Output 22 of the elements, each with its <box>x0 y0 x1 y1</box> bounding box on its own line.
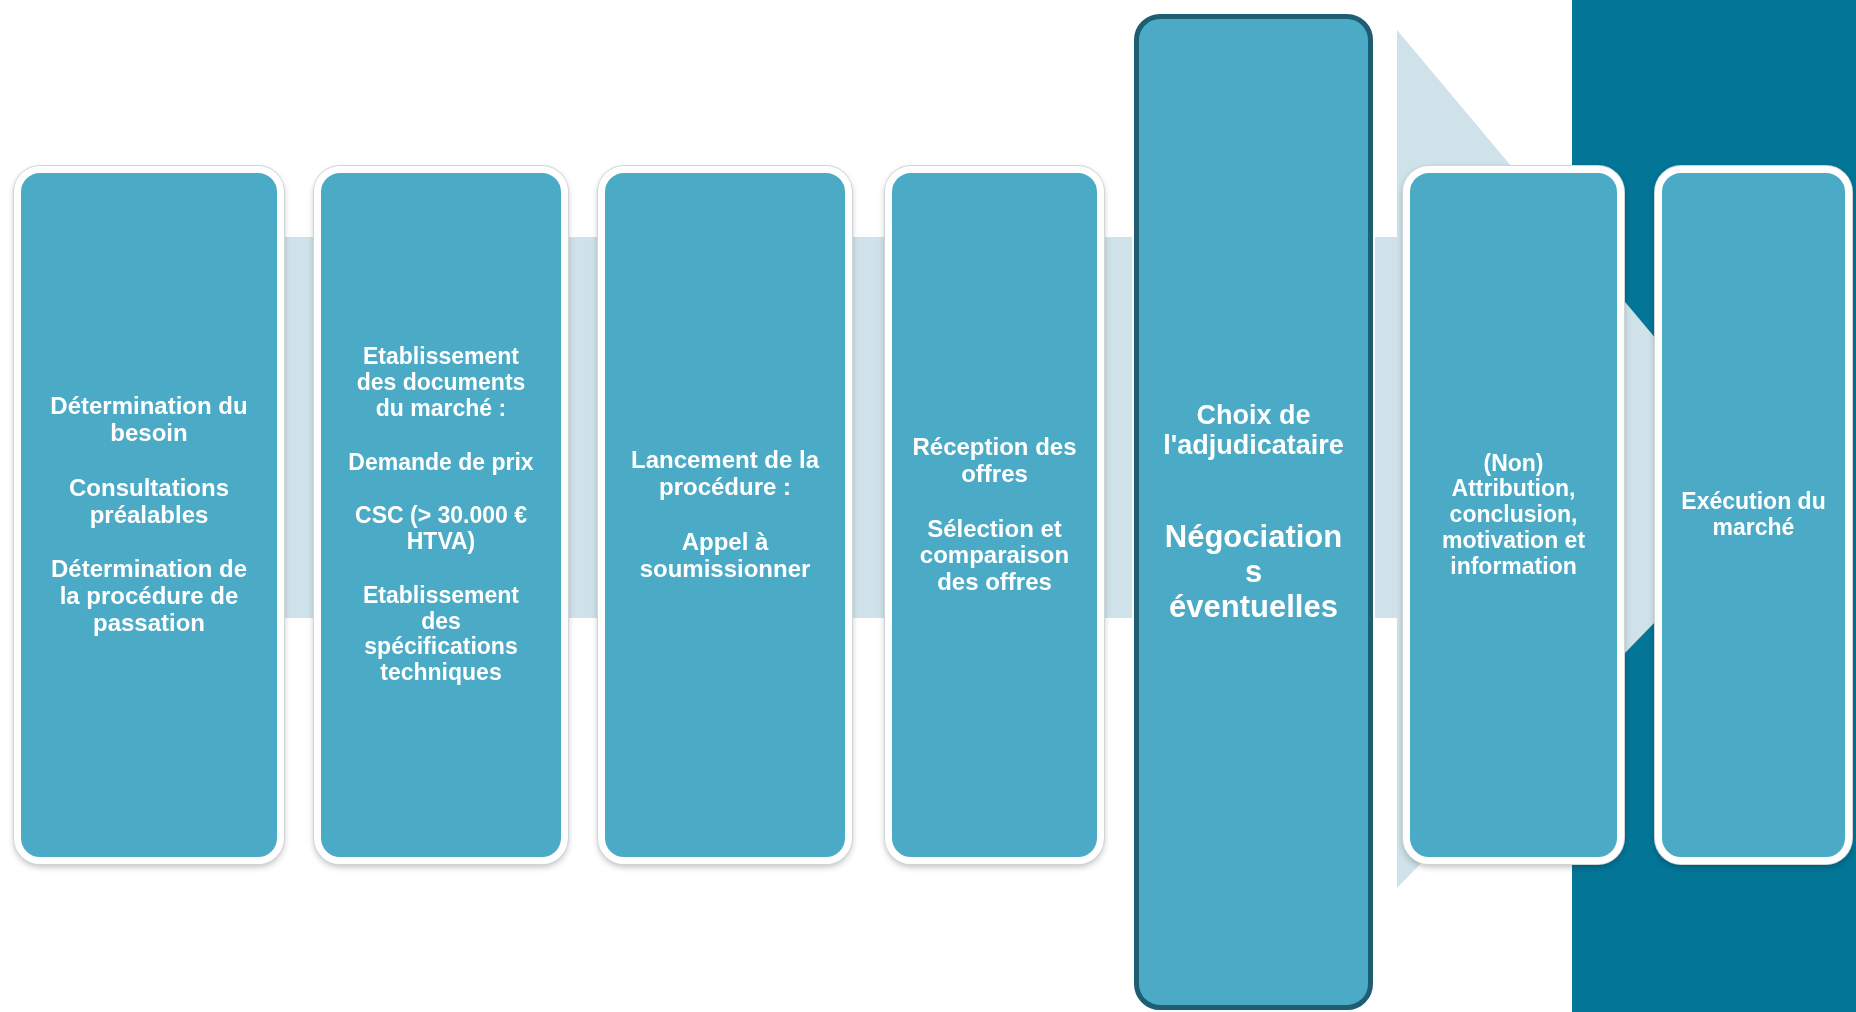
step-text: Détermination du besoin <box>49 392 249 447</box>
process-box <box>14 166 284 864</box>
process-box <box>314 166 568 864</box>
process-box <box>1134 14 1373 1010</box>
process-box <box>1403 166 1624 864</box>
process-box <box>1655 166 1852 864</box>
step-text: Demande de prix <box>348 449 534 476</box>
step-text: CSC (> 30.000 € HTVA) <box>354 503 528 555</box>
step-text: Etablissement des spécifications techniques <box>362 582 520 686</box>
step-text: Détermination de la procédure de passation <box>50 556 248 638</box>
step-text: Sélection et comparaison des offres <box>918 515 1071 597</box>
step-text: Réception des offres <box>912 433 1077 488</box>
step-text: Exécution du marché <box>1680 489 1827 541</box>
step-text: Lancement de la procédure : <box>629 447 821 501</box>
step-text: Choix de l'adjudicataire <box>1162 399 1345 461</box>
step-text: Etablissement des documents du marché : <box>355 344 527 422</box>
process-box <box>598 166 852 864</box>
step-text: Négociations éventuelles <box>1163 520 1344 625</box>
step-text: Consultations préalables <box>68 474 230 529</box>
process-box <box>885 166 1104 864</box>
step-text: Appel à soumissionner <box>638 529 812 583</box>
step-text: (Non) Attribution, conclusion, motivation et information <box>1440 450 1587 580</box>
